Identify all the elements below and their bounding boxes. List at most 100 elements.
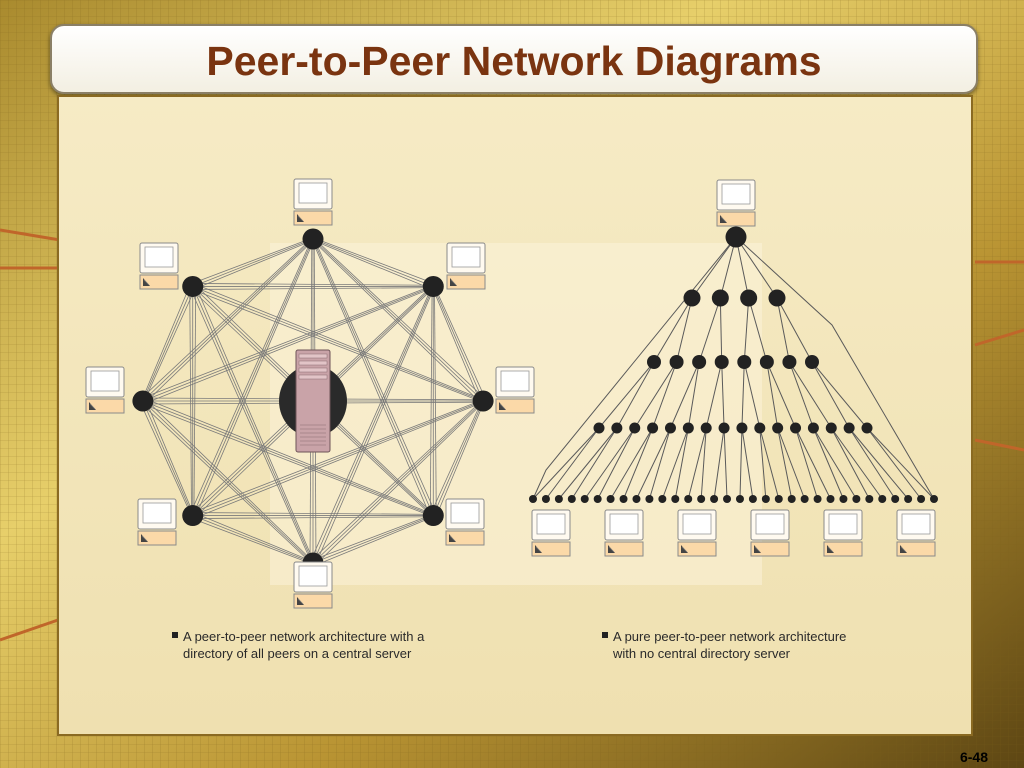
tree-node [772,422,784,434]
peer-link [313,237,435,285]
tree-node [632,495,641,503]
tree-link [719,297,723,363]
tree-node [684,495,693,503]
tree-link [691,236,737,299]
tree-link [789,361,832,429]
tree-nodes [529,226,938,503]
tree-link [759,427,780,500]
peer-node [422,505,444,527]
tree-link [676,297,693,363]
tree-node [682,422,694,434]
tree-link [811,361,868,429]
tree-link [532,427,600,500]
computer-icon [293,178,333,226]
peer-link [193,512,314,563]
tree-link [670,361,700,429]
tree-link [848,427,896,500]
tree-node [759,355,774,369]
tree-link [687,361,700,429]
peer-node [182,275,204,297]
server-icon [295,349,331,453]
peer-link [432,286,484,402]
pure-p2p-diagram [529,179,938,557]
tree-link [759,427,767,500]
page-number: 6-48 [959,749,988,765]
left-caption-line1: A peer-to-peer network architecture with… [183,629,425,644]
peer-link [193,286,197,516]
peer-link [143,287,434,405]
peer-link [143,287,196,402]
peer-link [312,238,434,516]
tree-node [740,289,758,307]
tree-link [674,427,689,500]
computer-icon [445,498,485,546]
tree-link [766,361,796,429]
tree-node [852,495,861,503]
computer-icon [823,509,863,557]
peer-link [140,402,313,565]
tree-node [658,495,667,503]
tree-link [748,297,768,363]
bullet-square-icon [602,632,608,638]
tree-link [653,297,693,363]
slide-title: Peer-to-Peer Network Diagrams [206,38,822,84]
computer-icon [896,509,936,557]
tree-link [723,427,728,500]
tree-link [777,427,806,500]
tree-link [571,427,618,500]
title-bar: Peer-to-Peer Network Diagrams [50,24,978,94]
peer-link [313,516,434,567]
tree-link [652,361,678,429]
tree-link [743,361,761,429]
tree-node [735,495,744,503]
tree-link [743,297,750,363]
tree-node [839,495,848,503]
peer-node [422,275,444,297]
peer-link [192,512,434,515]
computer-icon [531,509,571,557]
tree-node [825,422,837,434]
tree-link [866,427,935,500]
tree-node [664,422,676,434]
tree-node [647,422,659,434]
tree-node [714,355,729,369]
tree-node [865,495,874,503]
peer-link [192,286,484,402]
tree-node [843,422,855,434]
tree-node [861,422,873,434]
tree-link [698,297,721,363]
tree-link [788,361,814,429]
peer-link [189,286,192,516]
tree-node [541,495,550,503]
peer-link [192,238,314,287]
peer-link [435,401,485,517]
computer-icon [293,561,333,609]
peer-link [143,397,434,515]
tree-node [761,495,770,503]
tree-link [616,361,655,429]
tree-node [711,289,729,307]
tree-link [545,427,600,500]
tree-link [777,427,793,500]
tree-node [790,422,802,434]
tree-node [645,495,654,503]
tree-node [737,355,752,369]
tree-node [700,422,712,434]
tree-node [736,422,748,434]
peer-link [193,283,484,401]
tree-node [606,495,615,503]
computer-icon [604,509,644,557]
tree-node [611,422,623,434]
peer-link [145,399,195,516]
tree-node [891,495,900,503]
peer-link [312,515,434,564]
peer-node [182,505,204,527]
tree-link [830,427,883,500]
computer-icon [677,509,717,557]
peer-link [312,286,434,564]
tree-link [713,427,725,500]
tree-node [723,495,732,503]
tree-node [710,495,719,503]
tree-link [811,361,850,429]
